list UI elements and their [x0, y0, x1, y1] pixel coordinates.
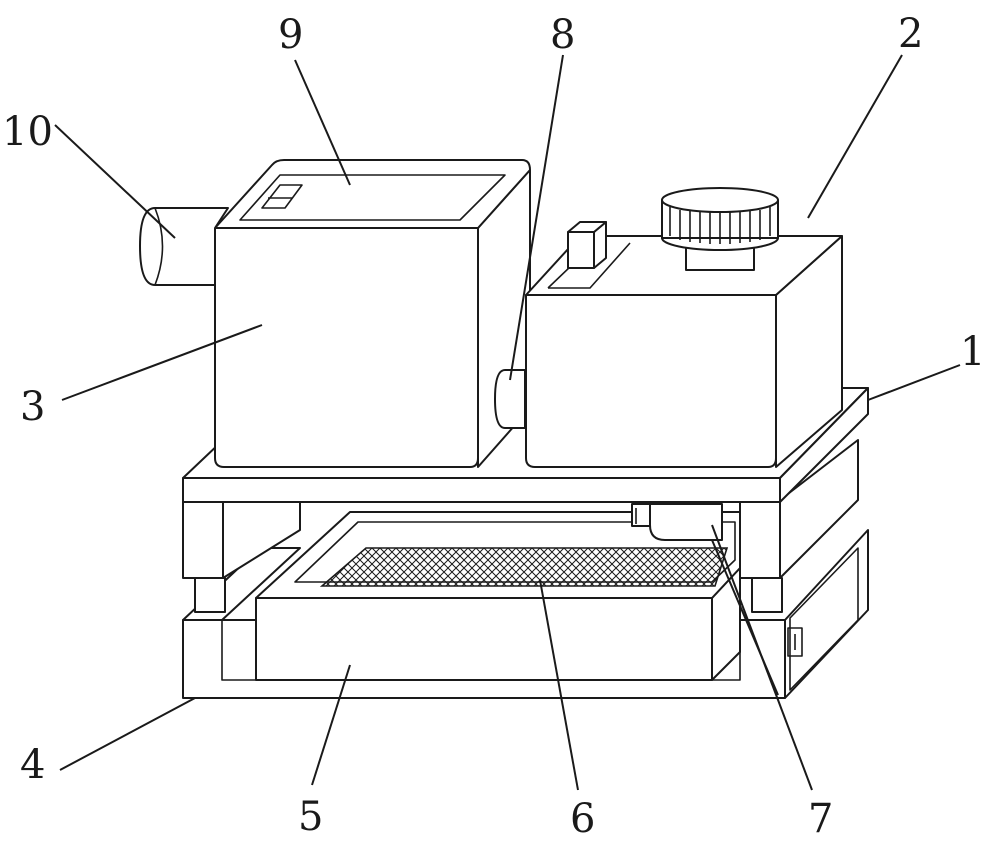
label-8: 8: [550, 12, 575, 58]
fan-unit: [631, 503, 723, 541]
leader-1: [867, 364, 961, 401]
label-10: 10: [2, 109, 53, 155]
leader-lines: [54, 54, 961, 791]
support-legs: [182, 439, 859, 613]
label-6: 6: [570, 796, 595, 840]
leader-9: [294, 59, 351, 186]
leader-7b: [711, 539, 779, 696]
liquid-tank: [525, 235, 843, 468]
label-5: 5: [298, 794, 323, 840]
label-9: 9: [278, 12, 303, 58]
label-3: 3: [20, 384, 45, 430]
label-1: 1: [960, 329, 985, 375]
reference-numerals: 1 2 3 4 5 6 7 8 9 10: [2, 11, 985, 842]
label-7: 7: [808, 796, 833, 840]
leader-3: [61, 324, 263, 401]
filter-mesh: [319, 547, 729, 587]
processing-box: [214, 159, 531, 468]
leader-4: [59, 697, 196, 771]
tank-cap: [661, 187, 779, 271]
label-2: 2: [898, 11, 923, 57]
base-side-panel: [787, 547, 859, 691]
inlet-pipe: [139, 207, 229, 286]
leader-2: [807, 54, 903, 219]
tank-button: [567, 221, 607, 269]
lid-latch: [261, 184, 303, 209]
side-port: [494, 369, 526, 429]
leader-8: [509, 54, 564, 381]
leader-5: [311, 664, 351, 786]
leader-6: [539, 579, 579, 791]
leader-10: [54, 124, 176, 239]
label-4: 4: [20, 742, 45, 788]
